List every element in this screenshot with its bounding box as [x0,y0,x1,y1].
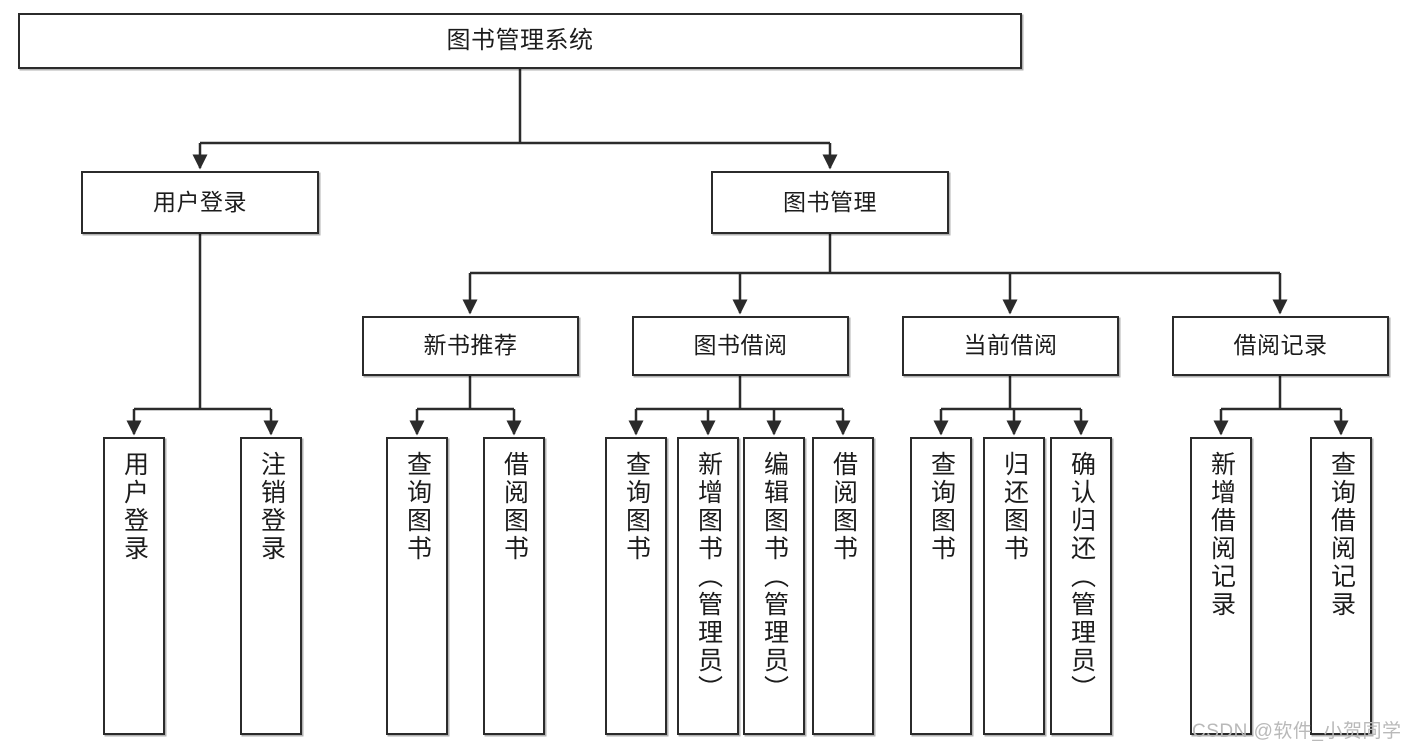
node-leaf-add-book[interactable]: 新增图书（管理员） [677,437,739,735]
node-book-borrow-label: 图书借阅 [693,332,788,359]
node-leaf-add-record[interactable]: 新增借阅记录 [1190,437,1252,735]
node-leaf-query-book-a-label: 查询图书 [403,451,432,563]
node-leaf-edit-book[interactable]: 编辑图书（管理员） [743,437,805,735]
node-leaf-logout-label: 注销登录 [257,451,286,563]
node-leaf-add-record-label: 新增借阅记录 [1207,451,1236,619]
node-book-manage[interactable]: 图书管理 [711,171,949,234]
node-leaf-query-record-label: 查询借阅记录 [1327,451,1356,619]
node-current-borrow-label: 当前借阅 [963,332,1058,359]
node-book-borrow[interactable]: 图书借阅 [632,316,849,376]
node-new-book-recommend-label: 新书推荐 [423,332,518,359]
node-leaf-return-book-label: 归还图书 [1000,451,1029,563]
node-leaf-query-book-b-label: 查询图书 [622,451,651,563]
node-leaf-query-book-b[interactable]: 查询图书 [605,437,667,735]
node-leaf-confirm-return[interactable]: 确认归还（管理员） [1050,437,1112,735]
node-leaf-confirm-return-label: 确认归还（管理员） [1067,451,1096,703]
node-leaf-query-book-c-label: 查询图书 [927,451,956,563]
node-new-book-recommend[interactable]: 新书推荐 [362,316,579,376]
node-leaf-edit-book-label: 编辑图书（管理员） [760,451,789,703]
node-user-login-label: 用户登录 [153,188,247,215]
node-leaf-query-book-c[interactable]: 查询图书 [910,437,972,735]
node-borrow-record[interactable]: 借阅记录 [1172,316,1389,376]
node-leaf-query-book-a[interactable]: 查询图书 [386,437,448,735]
node-leaf-borrow-book-a[interactable]: 借阅图书 [483,437,545,735]
node-leaf-borrow-book-a-label: 借阅图书 [500,451,529,563]
node-book-manage-label: 图书管理 [783,188,877,215]
node-root-label: 图书管理系统 [446,26,594,54]
node-leaf-query-record[interactable]: 查询借阅记录 [1310,437,1372,735]
csdn-watermark: CSDN @软件_小贺同学 [1192,721,1402,742]
node-borrow-record-label: 借阅记录 [1233,332,1328,359]
node-leaf-return-book[interactable]: 归还图书 [983,437,1045,735]
node-user-login[interactable]: 用户登录 [81,171,319,234]
node-leaf-borrow-book-b[interactable]: 借阅图书 [812,437,874,735]
node-leaf-logout[interactable]: 注销登录 [240,437,302,735]
node-leaf-borrow-book-b-label: 借阅图书 [829,451,858,563]
node-current-borrow[interactable]: 当前借阅 [902,316,1119,376]
node-leaf-user-login-label: 用户登录 [120,451,149,563]
node-leaf-add-book-label: 新增图书（管理员） [694,451,723,703]
node-root[interactable]: 图书管理系统 [18,13,1022,69]
node-leaf-user-login[interactable]: 用户登录 [103,437,165,735]
